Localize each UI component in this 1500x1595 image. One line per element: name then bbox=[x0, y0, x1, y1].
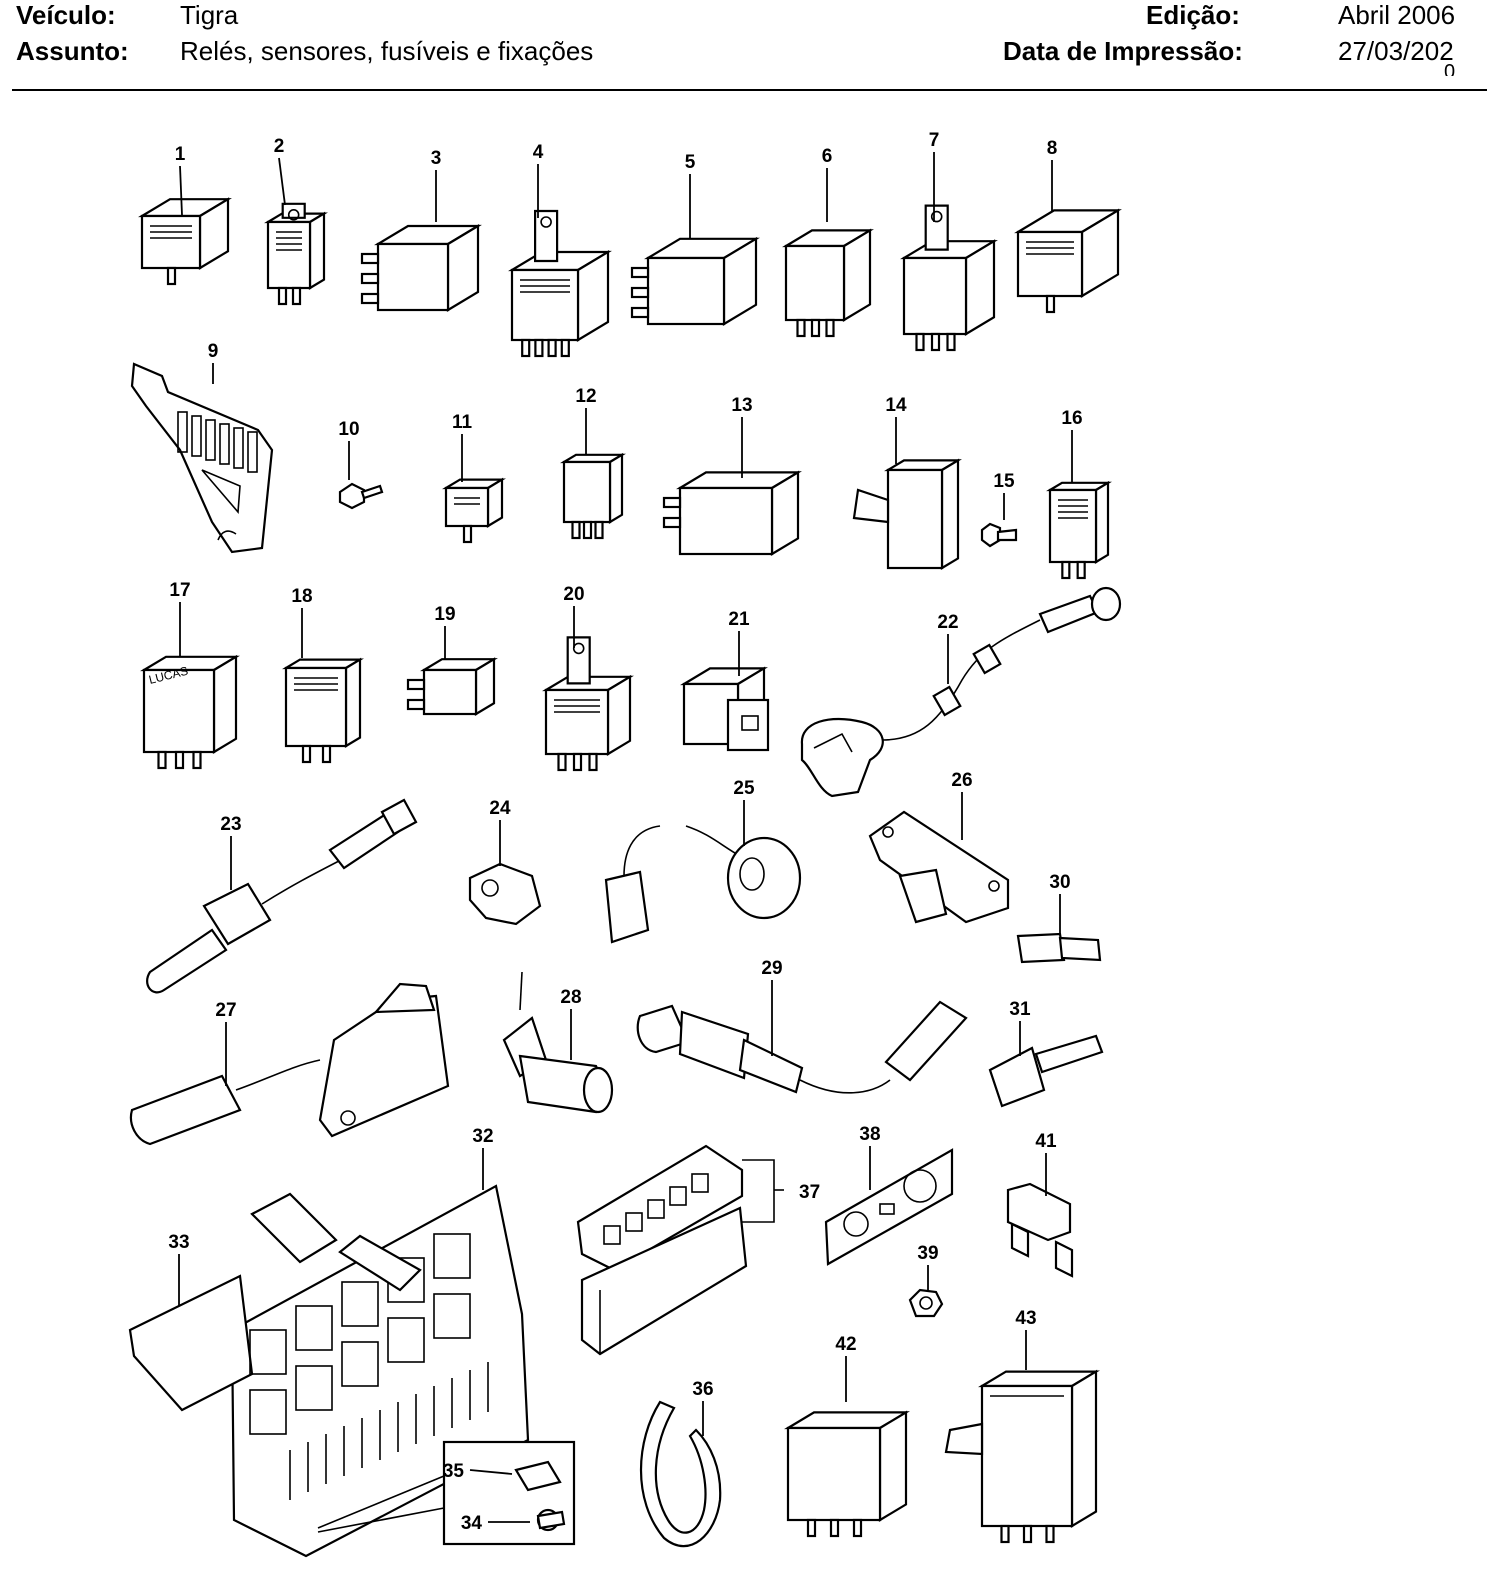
relay-part-7 bbox=[900, 204, 998, 352]
callout-label-16: 16 bbox=[1061, 408, 1082, 429]
vehicle-label: Veículo: bbox=[16, 0, 116, 30]
leader-line-1 bbox=[179, 165, 183, 216]
sensor-part-25 bbox=[604, 825, 802, 944]
nut-part-39 bbox=[908, 1288, 944, 1318]
callout-label-14: 14 bbox=[885, 395, 907, 416]
callout-label-20: 20 bbox=[563, 584, 584, 605]
sensor-part-31 bbox=[988, 1034, 1104, 1108]
callout-label-31: 31 bbox=[1009, 999, 1031, 1020]
edition-value: Abril 2006 bbox=[1338, 0, 1456, 30]
relay-part-1 bbox=[138, 197, 232, 286]
callout-label-15: 15 bbox=[993, 471, 1015, 492]
cabletie-part-36 bbox=[640, 1400, 722, 1548]
sensor-part-23 bbox=[146, 798, 418, 994]
connector-part-21 bbox=[680, 666, 770, 752]
bracket-part-9 bbox=[130, 362, 274, 554]
relay-part-11 bbox=[442, 477, 506, 544]
relay-part-3 bbox=[360, 224, 482, 312]
sensor-part-24 bbox=[468, 862, 542, 926]
screw-part-15 bbox=[980, 522, 1018, 548]
relay-part-13 bbox=[662, 470, 802, 556]
relay-part-6 bbox=[782, 228, 874, 338]
print-date-label: Data de Impressão: bbox=[1003, 36, 1243, 66]
callout-label-43: 43 bbox=[1015, 1308, 1036, 1329]
callout-label-39: 39 bbox=[917, 1243, 938, 1264]
callout-label-9: 9 bbox=[208, 341, 219, 362]
callout-label-34: 34 bbox=[461, 1513, 483, 1534]
screw-part-10 bbox=[338, 482, 384, 510]
sensor-part-28 bbox=[502, 971, 614, 1114]
relay-part-4 bbox=[508, 209, 612, 358]
callout-label-1: 1 bbox=[175, 144, 186, 165]
callout-label-24: 24 bbox=[489, 798, 511, 819]
callout-label-27: 27 bbox=[215, 1000, 236, 1021]
callout-label-36: 36 bbox=[692, 1379, 713, 1400]
fuse-part-41 bbox=[1006, 1182, 1074, 1278]
relay-part-8 bbox=[1014, 208, 1122, 314]
relay-part-20 bbox=[542, 636, 634, 772]
relay-part-17: LUCAS bbox=[140, 654, 240, 770]
callout-label-41: 41 bbox=[1035, 1131, 1057, 1152]
print-date-overflow: 0 bbox=[1444, 62, 1456, 76]
callout-label-10: 10 bbox=[338, 419, 359, 440]
connector-part-27 bbox=[129, 982, 450, 1146]
callout-label-25: 25 bbox=[733, 778, 755, 799]
relay-part-18 bbox=[282, 657, 364, 764]
callout-label-38: 38 bbox=[859, 1124, 880, 1145]
relay-part-5 bbox=[630, 236, 760, 326]
callout-label-22: 22 bbox=[937, 612, 958, 633]
callout-label-13: 13 bbox=[731, 395, 752, 416]
vehicle-value: Tigra bbox=[180, 0, 239, 30]
callout-label-6: 6 bbox=[822, 146, 833, 167]
relay-part-14 bbox=[852, 458, 962, 570]
callout-label-8: 8 bbox=[1047, 138, 1058, 159]
module-part-26 bbox=[868, 810, 1010, 924]
leader-line-35 bbox=[469, 1469, 513, 1475]
callout-label-7: 7 bbox=[929, 130, 940, 151]
relay-part-43 bbox=[944, 1369, 1100, 1544]
subject-value: Relés, sensores, fusíveis e fixações bbox=[180, 36, 594, 66]
callout-label-19: 19 bbox=[434, 604, 455, 625]
callout-label-42: 42 bbox=[835, 1334, 856, 1355]
subject-label: Assunto: bbox=[16, 36, 129, 66]
callout-label-35: 35 bbox=[443, 1461, 465, 1482]
sensor-part-30 bbox=[1016, 932, 1102, 964]
sensor-part-22 bbox=[800, 586, 1122, 798]
relay-part-2 bbox=[264, 202, 328, 306]
print-date-value: 27/03/202 bbox=[1338, 36, 1454, 66]
fusecarrier-part-37 bbox=[576, 1144, 748, 1356]
edition-label: Edição: bbox=[1146, 0, 1240, 30]
leader-lines bbox=[178, 152, 1073, 1523]
callout-label-3: 3 bbox=[431, 148, 442, 169]
leader-line-2 bbox=[278, 157, 286, 206]
inset-box-part-34-35 bbox=[317, 1440, 576, 1546]
callout-label-11: 11 bbox=[452, 412, 473, 433]
header-divider bbox=[12, 89, 1487, 91]
callout-label-26: 26 bbox=[951, 770, 972, 791]
callout-label-32: 32 bbox=[472, 1126, 493, 1147]
callout-bracket-37 bbox=[742, 1159, 775, 1223]
callout-label-5: 5 bbox=[685, 152, 696, 173]
relay-part-16 bbox=[1046, 480, 1112, 580]
callout-label-33: 33 bbox=[168, 1232, 189, 1253]
callout-label-4: 4 bbox=[533, 142, 544, 163]
callout-label-21: 21 bbox=[728, 609, 750, 630]
relay-part-42 bbox=[784, 1410, 910, 1538]
callout-label-23: 23 bbox=[220, 814, 241, 835]
callout-label-28: 28 bbox=[560, 987, 581, 1008]
callout-label-17: 17 bbox=[169, 580, 190, 601]
callout-label-18: 18 bbox=[291, 586, 312, 607]
callout-label-29: 29 bbox=[761, 958, 782, 979]
callout-label-30: 30 bbox=[1049, 872, 1070, 893]
plate-part-38 bbox=[824, 1148, 954, 1266]
callout-label-2: 2 bbox=[274, 136, 285, 157]
sensor-part-29 bbox=[636, 1000, 968, 1094]
callout-label-12: 12 bbox=[575, 386, 596, 407]
relay-part-19 bbox=[406, 657, 498, 716]
parts-artwork: LUCAS bbox=[128, 197, 1122, 1558]
relay-part-12 bbox=[560, 452, 626, 540]
callout-label-37: 37 bbox=[799, 1182, 820, 1203]
